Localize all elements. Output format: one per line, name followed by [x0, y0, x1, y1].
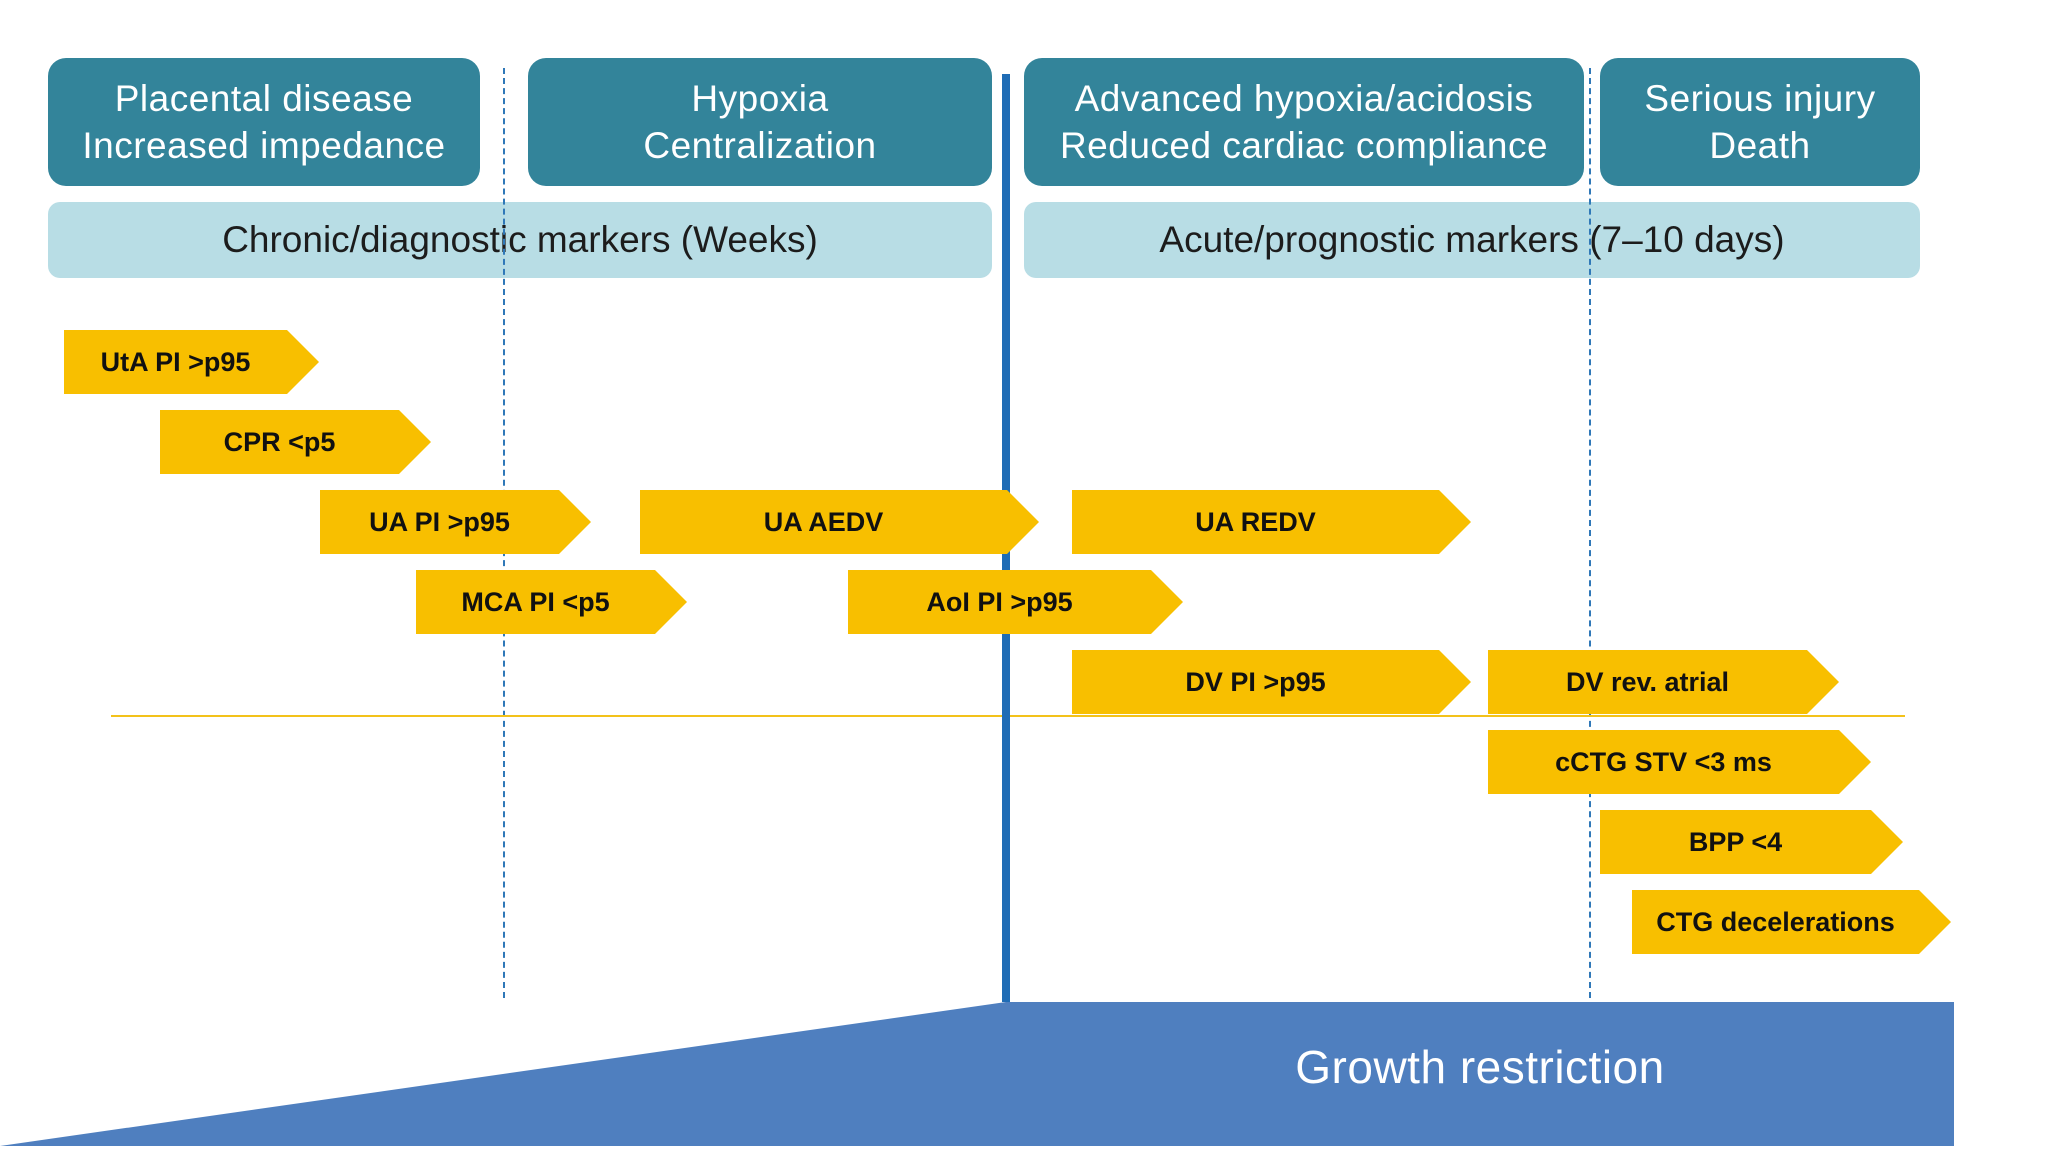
- marker-label: DV rev. atrial: [1565, 666, 1730, 697]
- marker-cctg-stv: cCTG STV <3 ms: [1488, 730, 1871, 794]
- stage-box-hypoxia: Hypoxia Centralization: [528, 58, 992, 186]
- stage-subtitle: Centralization: [643, 125, 877, 166]
- marker-dv-pi: DV PI >p95: [1072, 650, 1471, 714]
- stage-subtitle: Reduced cardiac compliance: [1059, 125, 1549, 166]
- stage-subtitle: Increased impedance: [82, 125, 446, 166]
- marker-label: UtA PI >p95: [100, 346, 251, 377]
- chronic-markers-bar: Chronic/diagnostic markers (Weeks): [48, 202, 992, 278]
- marker-ua-aedv: UA AEDV: [640, 490, 1039, 554]
- marker-label: DV PI >p95: [1185, 666, 1326, 697]
- stage-subtitle: Death: [1709, 125, 1811, 166]
- acute-markers-bar: Acute/prognostic markers (7–10 days): [1024, 202, 1920, 278]
- marker-ua-pi: UA PI >p95: [320, 490, 591, 554]
- marker-dv-rev-atrial: DV rev. atrial: [1488, 650, 1839, 714]
- stage-title: Advanced hypoxia/acidosis: [1074, 78, 1534, 119]
- marker-label: UA AEDV: [763, 506, 884, 537]
- stage-title: Hypoxia: [691, 78, 829, 119]
- stage-box-serious-injury: Serious injury Death: [1600, 58, 1920, 186]
- stage-title: Serious injury: [1644, 78, 1876, 119]
- marker-aoi-pi: AoI PI >p95: [848, 570, 1183, 634]
- stage-box-advanced-hypoxia: Advanced hypoxia/acidosis Reduced cardia…: [1024, 58, 1584, 186]
- marker-cpr: CPR <p5: [160, 410, 431, 474]
- stage-divider-dashed-2: [1589, 68, 1591, 998]
- marker-bpp: BPP <4: [1600, 810, 1903, 874]
- marker-label: UA REDV: [1195, 506, 1316, 537]
- marker-label: CTG decelerations: [1656, 906, 1895, 937]
- stage-title: Placental disease: [114, 78, 414, 119]
- marker-label: BPP <4: [1688, 826, 1783, 857]
- marker-uta-pi: UtA PI >p95: [64, 330, 319, 394]
- stage-box-placental-disease: Placental disease Increased impedance: [48, 58, 480, 186]
- marker-label: AoI PI >p95: [926, 586, 1073, 617]
- marker-mca-pi: MCA PI <p5: [416, 570, 687, 634]
- marker-ua-redv: UA REDV: [1072, 490, 1471, 554]
- acute-markers-label: Acute/prognostic markers (7–10 days): [1159, 219, 1785, 260]
- marker-label: UA PI >p95: [369, 506, 510, 537]
- growth-restriction-shape: [0, 1002, 1954, 1146]
- marker-label: CPR <p5: [223, 426, 336, 457]
- marker-label: cCTG STV <3 ms: [1555, 746, 1772, 777]
- marker-label: MCA PI <p5: [461, 586, 610, 617]
- marker-ctg-decelerations: CTG decelerations: [1632, 890, 1951, 954]
- growth-restriction-label: Growth restriction: [1295, 1041, 1665, 1093]
- chronic-markers-label: Chronic/diagnostic markers (Weeks): [222, 219, 818, 260]
